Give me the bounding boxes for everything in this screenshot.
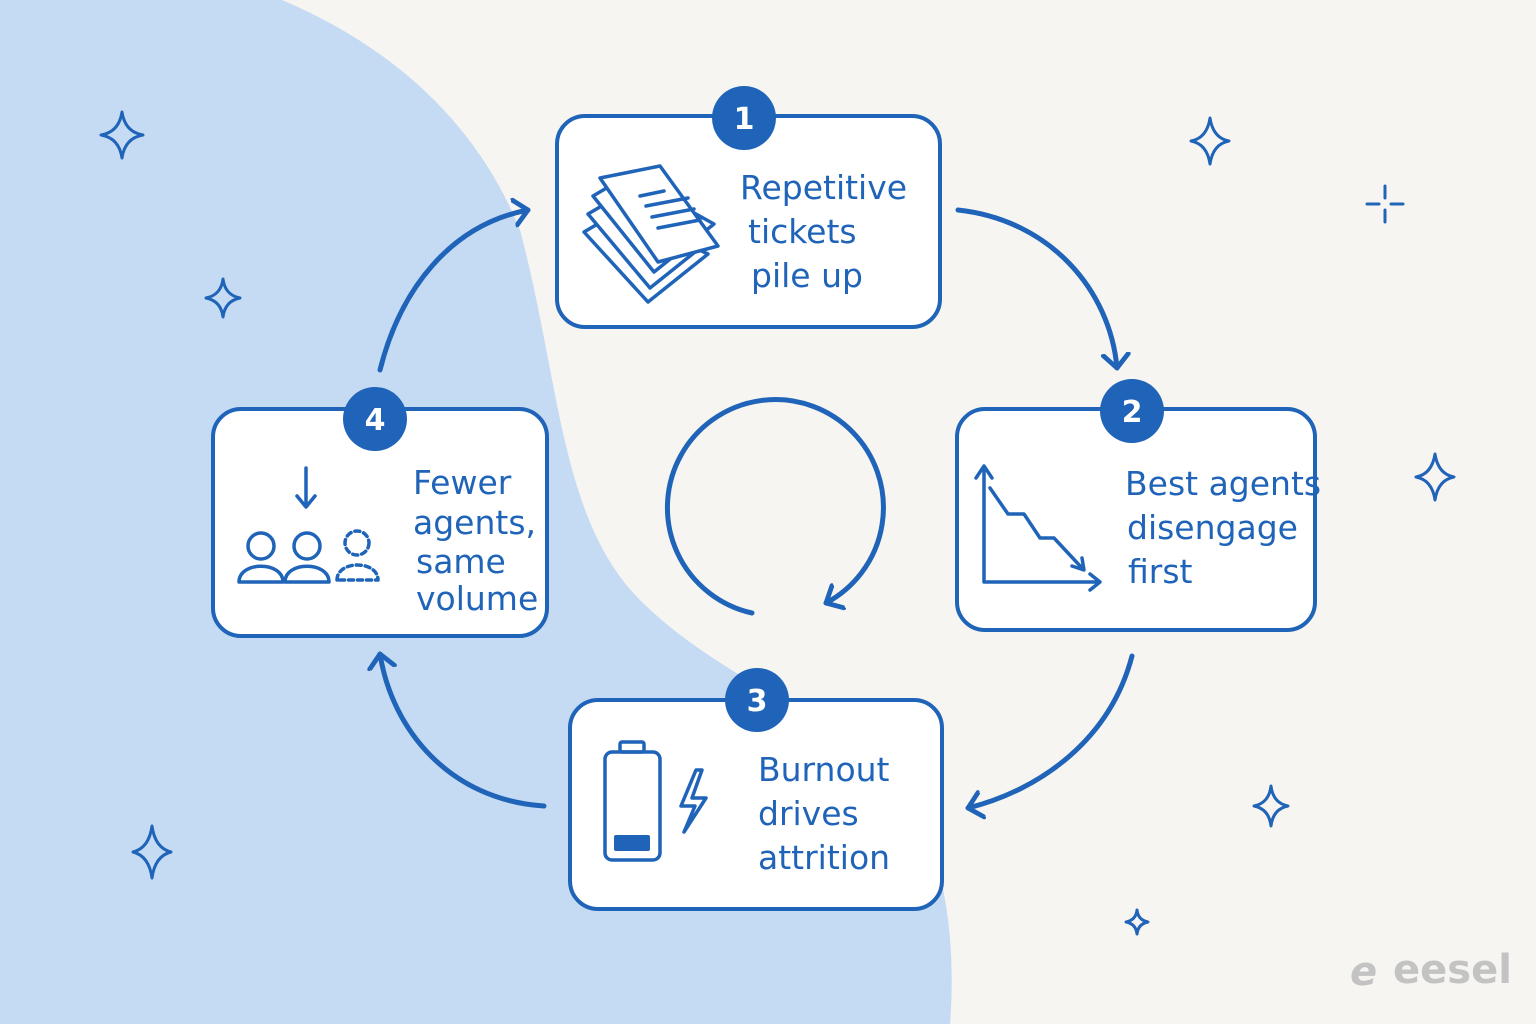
sparkle-decorations: [99, 110, 1456, 936]
sparkle-cross-icon: [1365, 184, 1405, 224]
lightning-bolt-icon: [679, 768, 708, 834]
step-4-line-3: same: [416, 542, 506, 581]
step-2-label: Best agents disengage first: [1125, 464, 1332, 591]
declining-chart-icon: [974, 464, 1102, 592]
sparkle-icon: [204, 277, 242, 319]
sparkle-icon: [1252, 784, 1290, 828]
sparkle-icon: [99, 110, 145, 160]
step-1-line-3: pile up: [751, 256, 863, 295]
cycle-arrow-icon: [664, 397, 886, 616]
sparkle-icon: [1124, 908, 1150, 936]
shrinking-team-icon: [237, 466, 380, 584]
step-4-line-1: Fewer: [413, 463, 512, 502]
step-2-badge: 2: [1100, 379, 1164, 443]
step-2-line-3: first: [1128, 552, 1193, 591]
step-4-number: 4: [365, 403, 386, 438]
step-3-label: Burnout drives attrition: [758, 750, 900, 877]
sparkle-icon: [1189, 116, 1231, 166]
step-2-line-1: Best agents: [1125, 464, 1321, 503]
arrow-2-to-3: [965, 653, 1135, 808]
arrow-4-to-1: [377, 210, 531, 373]
step-1-line-1: Repetitive: [740, 168, 907, 207]
person-outline-dashed-icon: [335, 529, 380, 582]
step-3-line-1: Burnout: [758, 750, 890, 789]
down-arrow-icon: [295, 466, 317, 509]
step-badges: 1 2 3 4: [343, 86, 1164, 732]
step-4-badge: 4: [343, 387, 407, 451]
step-4-line-4: volume: [416, 579, 538, 618]
step-3-line-2: drives: [758, 794, 859, 833]
eesel-logo-text: eesel: [1393, 947, 1512, 993]
step-3-number: 3: [747, 684, 768, 719]
step-1-label: Repetitive tickets pile up: [740, 168, 918, 295]
eesel-logo: e eesel: [1350, 947, 1512, 995]
step-4-line-2: agents,: [413, 503, 536, 542]
step-3-line-3: attrition: [758, 838, 890, 877]
step-1-number: 1: [734, 102, 755, 137]
step-1-line-2: tickets: [748, 212, 857, 251]
step-4-label: Fewer agents, same volume: [413, 463, 547, 618]
person-icon: [237, 531, 285, 584]
arrow-1-to-2: [955, 207, 1117, 371]
cycle-arrows: [377, 207, 1135, 809]
person-icon: [283, 531, 331, 584]
sparkle-icon: [131, 824, 173, 880]
step-3-badge: 3: [725, 668, 789, 732]
eesel-logo-mark: e: [1350, 949, 1377, 995]
stacked-papers-icon: [582, 164, 720, 304]
low-battery-icon: [603, 740, 708, 862]
arrow-3-to-4: [380, 651, 547, 809]
sparkle-icon: [1414, 452, 1456, 502]
step-2-number: 2: [1122, 395, 1143, 430]
step-1-badge: 1: [712, 86, 776, 150]
step-2-line-2: disengage: [1127, 508, 1298, 547]
